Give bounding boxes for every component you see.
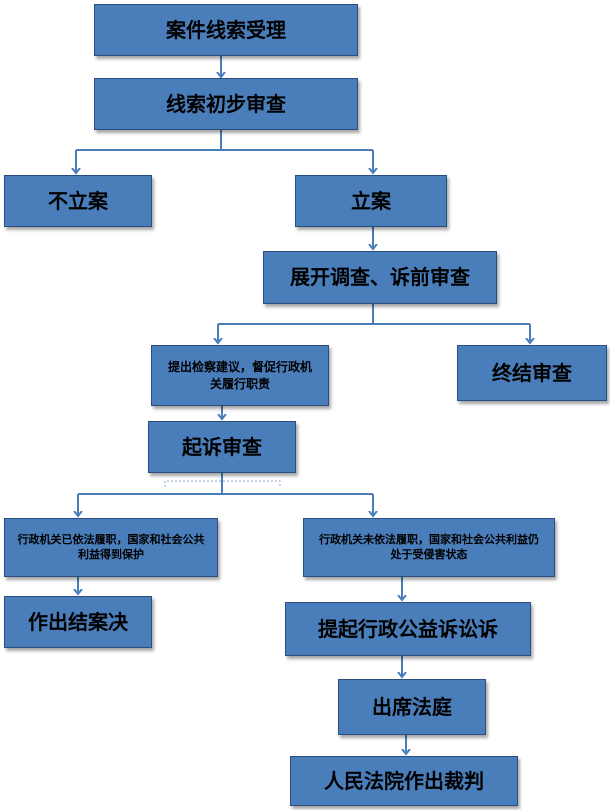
file-public-interest-suit-box: 提起行政公益诉讼诉 xyxy=(285,602,531,656)
no-case-box: 不立案 xyxy=(4,175,152,227)
prosecution-review-box: 起诉审查 xyxy=(148,421,296,473)
procuratorial-suggestion-box: 提出检察建议，督促行政机关履行职责 xyxy=(151,345,329,406)
file-case-box: 立案 xyxy=(295,175,447,227)
agency-not-performed-box: 行政机关未依法履职，国家和社会公共利益仍处于受侵害状态 xyxy=(303,518,555,577)
investigation-review-box: 展开调查、诉前审查 xyxy=(263,251,497,304)
court-judgment-box: 人民法院作出裁判 xyxy=(290,756,518,806)
closing-decision-box: 作出结案决 xyxy=(4,596,152,648)
agency-performed-box: 行政机关已依法履职，国家和社会公共利益得到保护 xyxy=(4,518,218,577)
case-clue-acceptance-box: 案件线索受理 xyxy=(94,4,358,56)
attend-court-box: 出席法庭 xyxy=(338,679,486,735)
preliminary-review-box: 线索初步审查 xyxy=(94,78,358,130)
terminate-review-box: 终结审查 xyxy=(457,345,607,401)
